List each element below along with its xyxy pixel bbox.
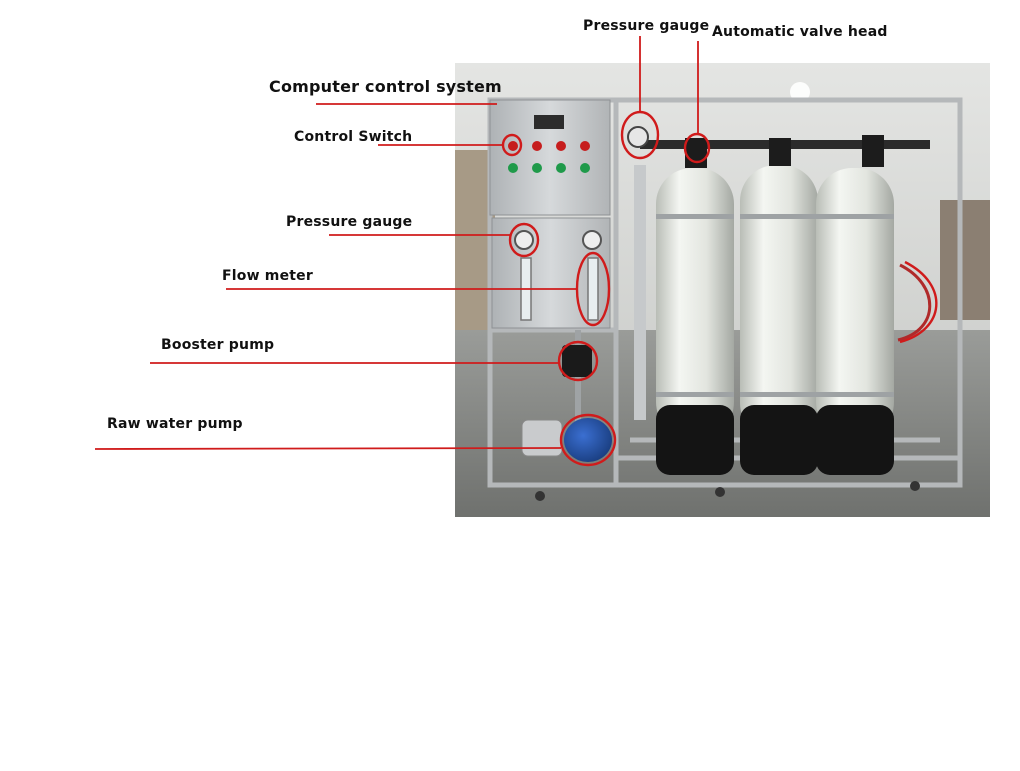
panel-pressure-gauge <box>514 230 534 250</box>
filter-tank-1 <box>656 138 734 475</box>
raw-water-pump <box>564 418 612 462</box>
filter-tank-2 <box>740 138 818 475</box>
label-flow-meter: Flow meter <box>222 268 313 284</box>
label-pressure-gauge-top: Pressure gauge <box>583 18 710 34</box>
raw-water-pump-housing <box>521 419 563 457</box>
callout-circle-booster-pump <box>557 340 599 382</box>
callout-circle-pressure-gauge-left <box>508 222 540 258</box>
panel-pressure-gauge-right <box>582 230 602 250</box>
ceiling-light <box>790 82 810 102</box>
callout-circle-side <box>899 260 938 344</box>
label-computer-control-system: Computer control system <box>269 77 502 96</box>
label-pressure-gauge-left: Pressure gauge <box>286 214 413 230</box>
photo-right-clutter <box>940 200 990 320</box>
control-switch-buttons <box>508 141 590 173</box>
callout-circle-raw-water-pump <box>559 413 617 467</box>
label-booster-pump: Booster pump <box>161 337 275 353</box>
callout-circle-valve-head <box>683 132 711 164</box>
leader-line-raw-water-pump <box>94 447 562 450</box>
side-hose <box>897 263 932 342</box>
frame-wheels <box>535 481 920 501</box>
callout-circles <box>501 110 938 467</box>
top-pressure-gauge <box>627 126 649 148</box>
label-control-switch: Control Switch <box>294 129 413 145</box>
equipment-photo <box>455 63 990 517</box>
label-automatic-valve-head: Automatic valve head <box>712 24 888 40</box>
cabinet-display <box>534 115 564 129</box>
filter-tank-3 <box>816 135 894 475</box>
leader-lines <box>94 36 699 450</box>
booster-pump <box>562 345 592 377</box>
flow-meter-tube-right <box>587 257 599 321</box>
label-raw-water-pump: Raw water pump <box>107 416 243 432</box>
